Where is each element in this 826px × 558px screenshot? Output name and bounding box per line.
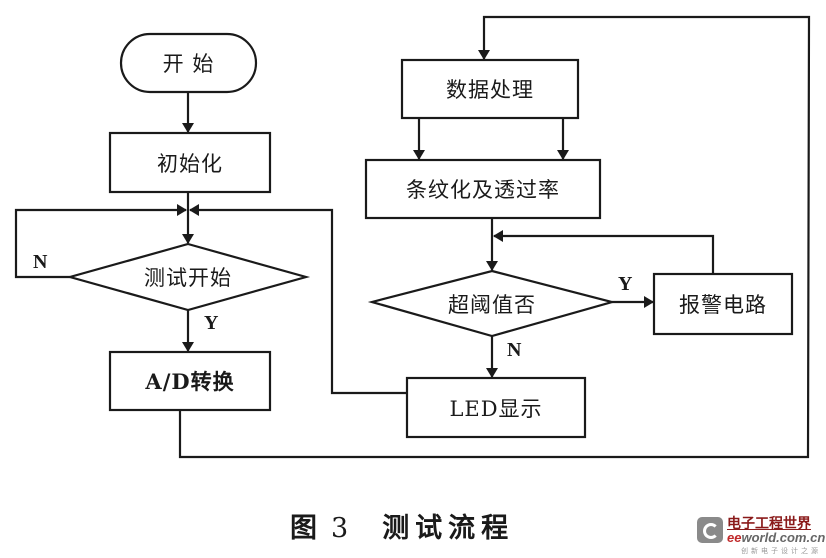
eeworld-logo-icon bbox=[697, 517, 723, 543]
edge-led-to-test bbox=[189, 204, 407, 395]
node-alarm-shape bbox=[652, 272, 794, 336]
node-ad-convert-label: A/D转换 bbox=[145, 369, 235, 394]
node-alarm-label: 报警电路 bbox=[679, 293, 767, 317]
watermark-url: eeworld.com.cn bbox=[727, 530, 825, 545]
node-data-process-label: 数据处理 bbox=[446, 78, 534, 102]
edge-alarm-feedback bbox=[493, 230, 715, 274]
node-led-label: LED显示 bbox=[449, 396, 543, 421]
node-stripe-label: 条纹化及透过率 bbox=[406, 178, 560, 202]
edge-label-test-yes: Y bbox=[204, 312, 219, 334]
node-led-shape bbox=[405, 376, 587, 439]
watermark-url-prefix: ee bbox=[727, 530, 742, 545]
node-test-start-label: 测试开始 bbox=[144, 266, 232, 290]
node-data-process-shape bbox=[400, 58, 580, 120]
edge-label-threshold-no: N bbox=[507, 339, 522, 361]
edge-ad-to-data-process bbox=[178, 15, 811, 459]
edge-label-test-no: N bbox=[33, 251, 48, 273]
caption-title: 测试流程 bbox=[382, 513, 515, 544]
watermark-title: 电子工程世界 bbox=[727, 516, 811, 532]
node-init-label: 初始化 bbox=[157, 151, 223, 176]
node-stripe-shape bbox=[364, 158, 602, 220]
caption-prefix: 图 bbox=[290, 513, 323, 544]
watermark-slogan: 创新电子设计之源 bbox=[741, 547, 821, 555]
watermark-url-rest: world.com.cn bbox=[741, 530, 826, 545]
eeworld-watermark: 电子工程世界 eeworld.com.cn 创新电子设计之源 bbox=[697, 513, 825, 557]
node-ad-convert-shape bbox=[108, 350, 272, 412]
caption-number: 3 bbox=[331, 513, 355, 544]
edge-label-threshold-yes: Y bbox=[618, 273, 633, 295]
node-start-label: 开 始 bbox=[162, 52, 215, 76]
node-over-threshold-label: 超阈值否 bbox=[448, 292, 536, 317]
edge-test-no-loop bbox=[14, 204, 187, 279]
node-init-shape bbox=[108, 131, 272, 194]
